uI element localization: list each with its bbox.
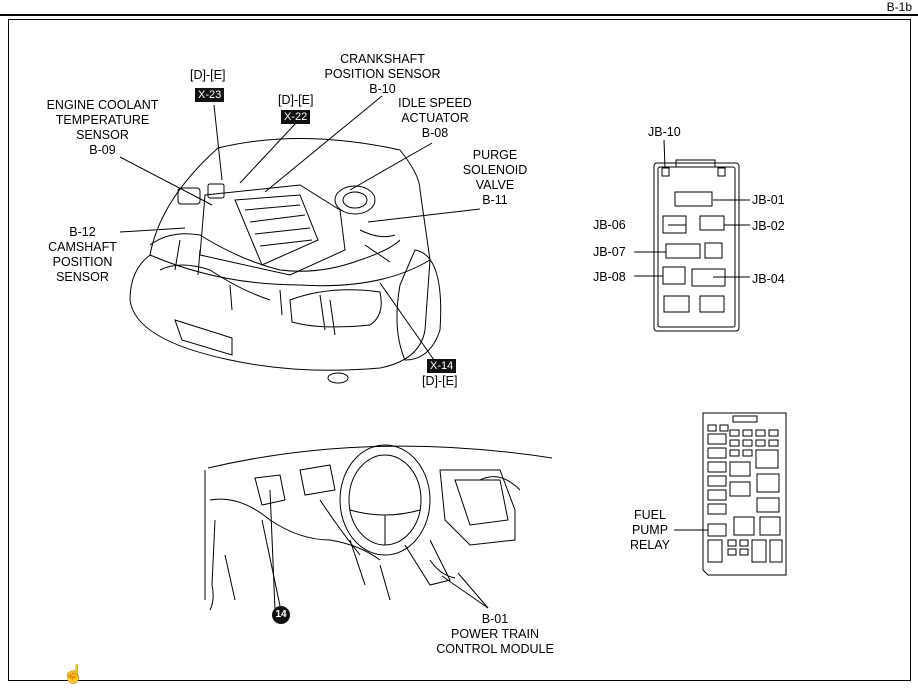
camshaft-line2: POSITION	[52, 255, 113, 269]
idle-speed-code: B-08	[421, 126, 449, 140]
connector-ref-x14: [D]-[E]	[422, 374, 458, 388]
camshaft-line3: SENSOR	[56, 270, 109, 284]
pcm-code: B-01	[481, 612, 509, 626]
crankshaft-line2: POSITION SENSOR	[324, 67, 441, 81]
crankshaft-sensor-label: CRANKSHAFT POSITION SENSOR B-10	[320, 52, 445, 97]
hand-pointer-icon: ☝	[62, 664, 85, 684]
relay-box-illustration	[674, 412, 787, 576]
purge-code: B-11	[482, 193, 508, 207]
camshaft-line1: CAMSHAFT	[48, 240, 117, 254]
jb-10-label: JB-10	[648, 125, 681, 139]
purge-line3: VALVE	[475, 178, 515, 192]
relay-line2: PUMP	[631, 523, 669, 537]
jb-06-label: JB-06	[593, 218, 626, 232]
relay-line1: FUEL	[634, 508, 666, 522]
ground-point-badge: 14	[272, 606, 290, 624]
relay-line3: RELAY	[629, 538, 671, 552]
purge-valve-label: PURGE SOLENOID VALVE B-11	[455, 148, 535, 208]
fuel-pump-relay-label: FUEL PUMP RELAY	[620, 508, 680, 553]
connector-tag-x22: X-22	[281, 110, 311, 124]
crankshaft-line1: CRANKSHAFT	[340, 52, 425, 66]
connector-tag-x14: X-14	[427, 359, 457, 373]
jb-02-label: JB-02	[752, 219, 785, 233]
engine-leader-lines	[119, 95, 481, 361]
crankshaft-code: B-10	[369, 82, 396, 96]
jb-04-label: JB-04	[752, 272, 785, 286]
idle-speed-line1: IDLE SPEED	[398, 96, 472, 110]
page-label: B-1b	[886, 0, 912, 14]
diagram-frame	[8, 19, 911, 681]
top-rule	[0, 14, 918, 16]
connector-tag-x23: X-23	[195, 88, 225, 102]
purge-line2: SOLENOID	[462, 163, 528, 177]
coolant-line2: TEMPERATURE	[55, 113, 150, 127]
connector-ref-x22: [D]-[E]	[278, 93, 314, 107]
coolant-code: B-09	[89, 143, 116, 157]
jb-08-label: JB-08	[593, 270, 626, 284]
pcm-line2: CONTROL MODULE	[436, 642, 554, 656]
jb-07-label: JB-07	[593, 245, 626, 259]
idle-speed-actuator-label: IDLE SPEED ACTUATOR B-08	[390, 96, 480, 141]
coolant-line1: ENGINE COOLANT	[46, 98, 159, 112]
coolant-line3: SENSOR	[76, 128, 129, 142]
pcm-label: B-01 POWER TRAIN CONTROL MODULE	[430, 612, 560, 657]
car-front-illustration	[129, 138, 442, 384]
connector-ref-x23: [D]-[E]	[190, 68, 226, 82]
junction-box-illustration	[634, 139, 750, 332]
jb-01-label: JB-01	[752, 193, 785, 207]
camshaft-sensor-label: B-12 CAMSHAFT POSITION SENSOR	[40, 225, 125, 285]
dashboard-illustration	[204, 444, 553, 611]
idle-speed-line2: ACTUATOR	[401, 111, 469, 125]
pcm-line1: POWER TRAIN	[451, 627, 539, 641]
camshaft-code: B-12	[69, 225, 96, 239]
purge-line1: PURGE	[472, 148, 518, 162]
engine-coolant-sensor-label: ENGINE COOLANT TEMPERATURE SENSOR B-09	[40, 98, 165, 158]
